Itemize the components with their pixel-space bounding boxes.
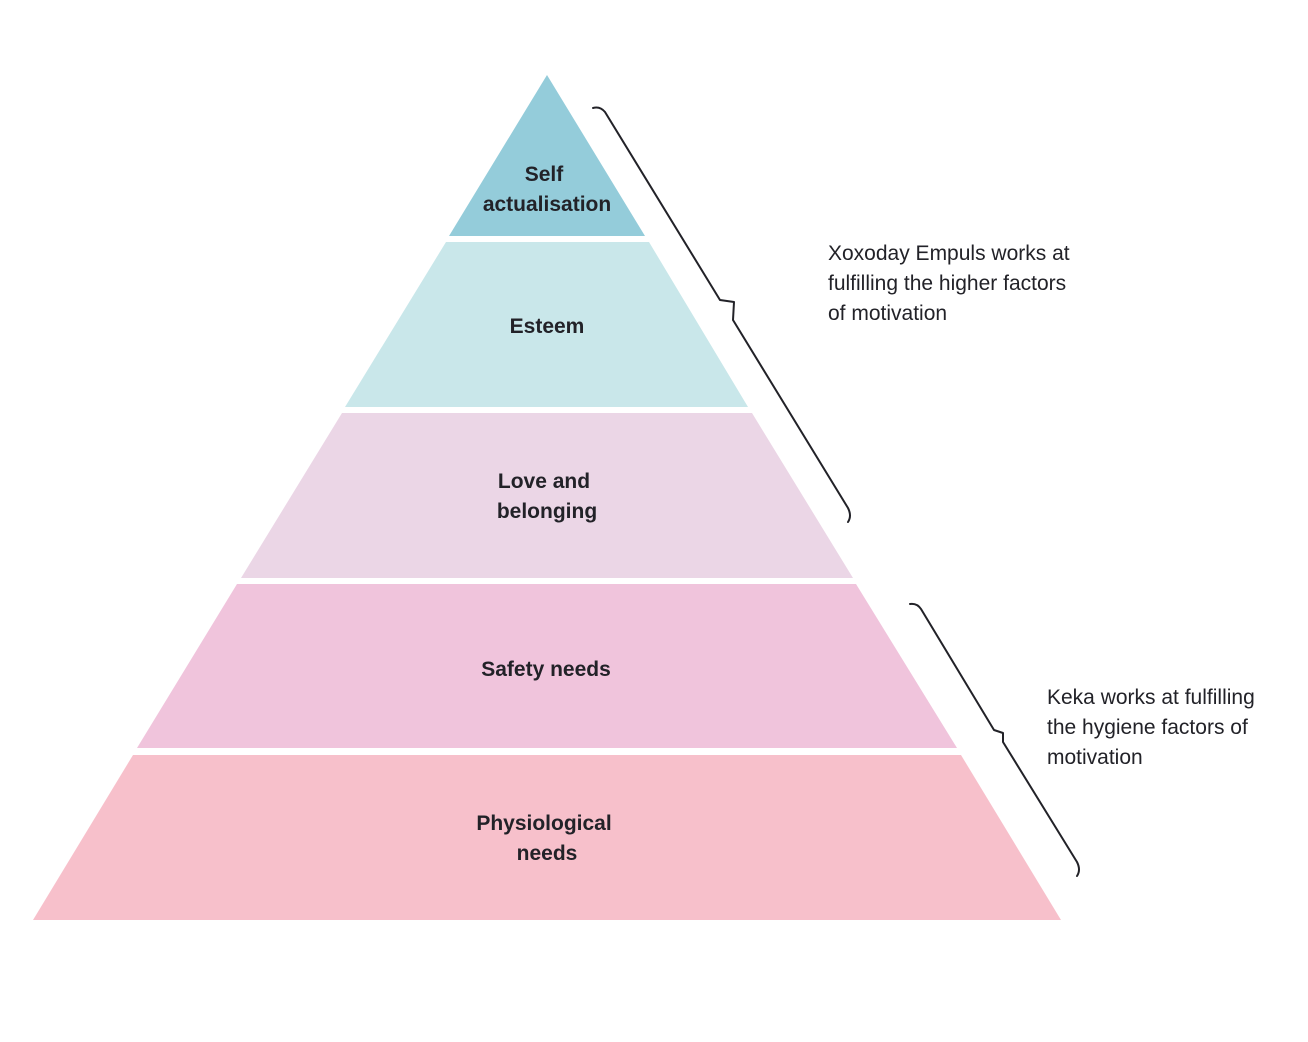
- lower-curly-brace: [909, 602, 1080, 877]
- tier-label-line: Love and: [498, 470, 590, 493]
- tier-label-line: Physiological: [476, 812, 611, 835]
- annotation-hygiene-factors: Keka works at fulfilling the hygiene fac…: [1047, 686, 1255, 769]
- tier-safety-needs: Safety needs: [137, 584, 957, 748]
- annotation-line: fulfilling the higher factors: [828, 272, 1066, 295]
- tier-label-line: Safety needs: [481, 658, 611, 681]
- annotation-line: Xoxoday Empuls works at: [828, 242, 1070, 265]
- tier-shape: [241, 413, 853, 578]
- tier-shape: [345, 242, 748, 407]
- annotation-line: motivation: [1047, 746, 1143, 769]
- tier-love-and-belonging: Love and belonging: [241, 413, 853, 578]
- tier-label-line: belonging: [497, 500, 597, 523]
- annotation-line: the hygiene factors of: [1047, 716, 1248, 739]
- tier-shape: [449, 75, 645, 236]
- upper-curly-brace: [592, 106, 851, 523]
- annotation-higher-factors: Xoxoday Empuls works at fulfilling the h…: [828, 242, 1070, 325]
- annotation-line: of motivation: [828, 302, 947, 325]
- tier-esteem: Esteem: [345, 242, 748, 407]
- tier-shape: [137, 584, 957, 748]
- tier-self-actualisation: Self actualisation: [449, 75, 645, 236]
- tier-label-line: Self: [525, 163, 565, 186]
- tier-shape: [33, 755, 1061, 920]
- tier-label-line: needs: [517, 842, 578, 865]
- tier-label-line: actualisation: [483, 193, 611, 216]
- annotation-line: Keka works at fulfilling: [1047, 686, 1255, 709]
- tier-label-line: Esteem: [510, 315, 585, 338]
- tier-physiological-needs: Physiological needs: [33, 755, 1061, 920]
